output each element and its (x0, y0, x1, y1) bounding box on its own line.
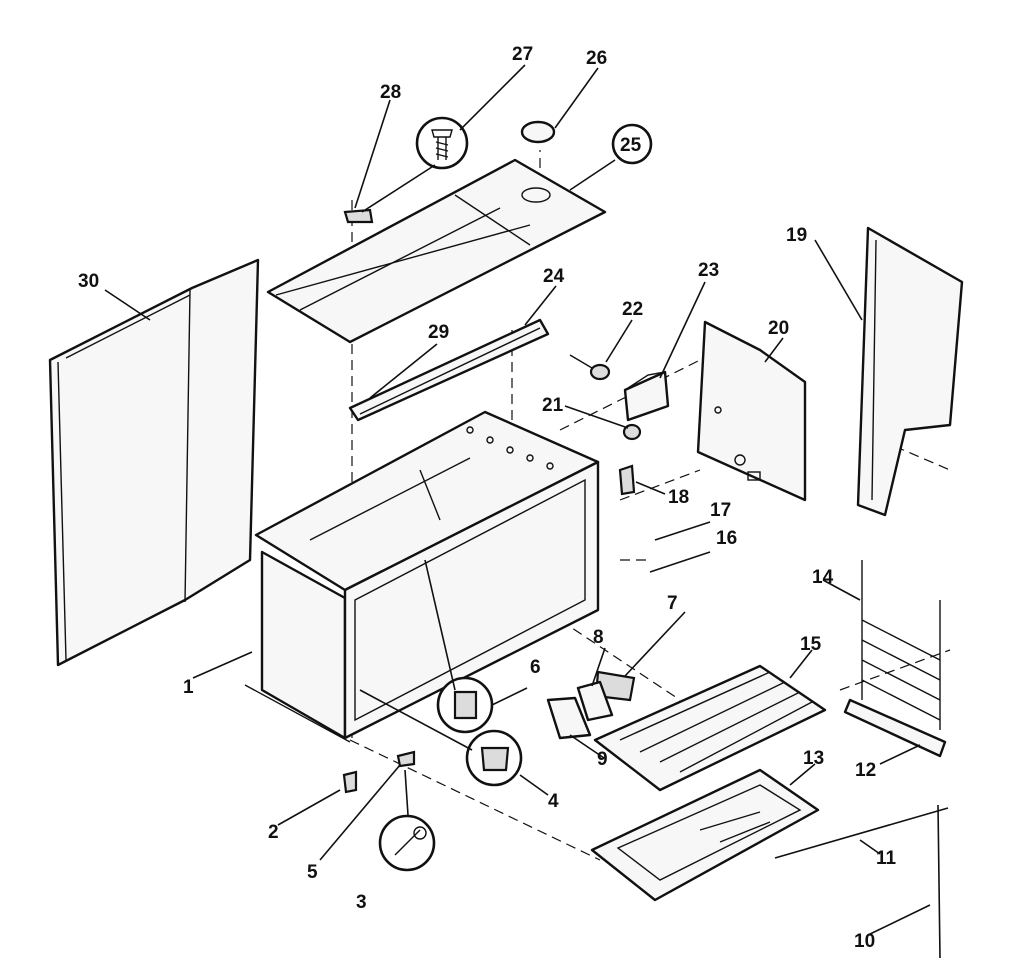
part-25-top-cover (266, 158, 607, 344)
part-number-labels: 30 28 27 26 25 24 29 22 23 21 20 19 18 1… (78, 44, 897, 952)
part-30-side-panel (48, 258, 260, 667)
part-27-screw-detail (415, 116, 469, 170)
callout-5: 5 (307, 862, 318, 883)
callout-6: 6 (530, 657, 541, 678)
callout-12: 12 (855, 760, 876, 781)
callout-22: 22 (622, 299, 643, 320)
callout-23: 23 (698, 260, 719, 281)
part-2-clip (342, 770, 358, 794)
callout-9: 9 (597, 749, 608, 770)
part-11-strip (774, 807, 949, 859)
part-9-bracket (546, 696, 592, 740)
part-23-box (623, 370, 670, 422)
callout-3: 3 (356, 892, 367, 913)
part-19-side-panel (856, 226, 964, 517)
callout-4: 4 (548, 791, 559, 812)
callout-25-ring (611, 123, 653, 165)
part-10-strip (937, 804, 941, 959)
part-4-bracket-detail (359, 689, 523, 787)
callout-10: 10 (854, 931, 875, 952)
callout-18: 18 (668, 487, 689, 508)
callout-26: 26 (586, 48, 607, 69)
callout-21: 21 (542, 395, 564, 416)
part-16-strip (649, 551, 711, 573)
leader-lines (104, 64, 931, 936)
callout-29: 29 (428, 322, 449, 343)
callout-27: 27 (512, 44, 533, 65)
part-12-rail (843, 698, 947, 758)
callout-15: 15 (800, 634, 822, 655)
callout-16: 16 (716, 528, 737, 549)
part-26-plug (520, 120, 556, 144)
callout-14: 14 (812, 567, 834, 588)
callout-2: 2 (268, 822, 279, 843)
callout-19: 19 (786, 225, 807, 246)
part-15-grill (593, 664, 827, 792)
part-5-clip (396, 750, 416, 768)
callout-13: 13 (803, 748, 824, 769)
callout-8: 8 (593, 627, 604, 648)
callout-1: 1 (183, 677, 194, 698)
callout-24: 24 (543, 266, 565, 287)
part-20-control-panel (696, 320, 807, 502)
part-17-strip (654, 521, 711, 541)
part-14-rails (861, 560, 941, 730)
callout-25: 25 (620, 135, 642, 156)
part-22-capacitor (569, 354, 611, 381)
callout-20: 20 (768, 318, 789, 339)
part-3-screw-detail (378, 769, 436, 872)
callout-30: 30 (78, 271, 99, 292)
part-28-clip (343, 208, 374, 224)
callout-7: 7 (667, 593, 678, 614)
callout-11: 11 (876, 848, 897, 869)
callout-28: 28 (380, 82, 401, 103)
callout-17: 17 (710, 500, 731, 521)
part-24-channel (348, 318, 550, 422)
part-18-switch (618, 464, 636, 496)
part-13-base-pan (590, 768, 820, 902)
part-21-bulb (622, 423, 642, 441)
part-1-cabinet-frame (244, 410, 600, 743)
